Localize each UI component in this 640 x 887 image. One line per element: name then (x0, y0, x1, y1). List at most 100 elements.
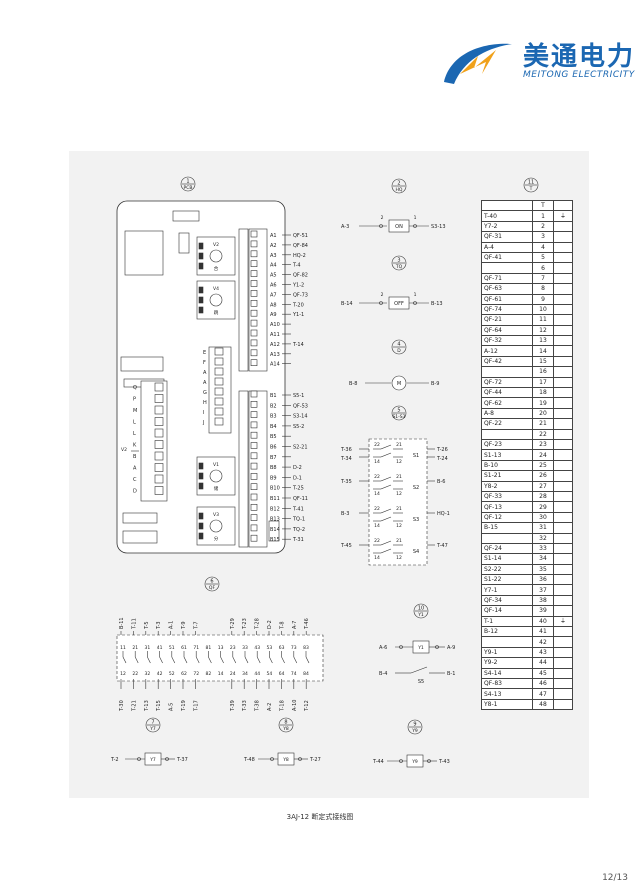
terminal-extra (553, 480, 573, 492)
hq-right-wire: S3-13 (431, 224, 446, 230)
terminal-wire: Y9-2 (481, 657, 533, 669)
pcb-pin (154, 486, 164, 495)
qf-contact-top: 31 (145, 645, 151, 651)
pcb-connector-a (238, 228, 249, 372)
y9-node (399, 759, 403, 763)
terminal-wire: S2-22 (481, 563, 533, 576)
y7-coil-label: Y7 (149, 757, 156, 763)
pcb-terminal-signal: S5-1 (293, 393, 304, 399)
terminal-table-header: T (481, 199, 573, 212)
pcb-terminal-pin: A14 (270, 362, 280, 368)
terminal-table-tag: T (532, 199, 554, 212)
switch-pin: 21 (396, 474, 402, 480)
terminal-number: 40 (532, 615, 554, 628)
pcb-module-pin (198, 306, 204, 314)
qf-contact-blade (171, 656, 176, 664)
pcb-terminal-pin: A13 (270, 352, 280, 358)
tq-tag-number: 3 (397, 258, 400, 264)
qf-bottom-wire: T-21 (131, 700, 137, 712)
pcb-terminal-screw (250, 524, 258, 532)
qf-contact-blade (305, 656, 310, 664)
pcb-pin-letter: L (133, 420, 136, 426)
pcb-terminal-pin: B13 (270, 517, 280, 523)
qf-contact-blade (281, 656, 285, 664)
pcb-terminal-pin: B8 (270, 465, 277, 471)
pcb-module-pin (198, 532, 204, 540)
pcb-component-box (124, 230, 164, 276)
terminal-wire: QF-83 (481, 677, 533, 690)
qf-top-wire: T-7 (193, 621, 199, 630)
pcb-terminal-screw (250, 349, 258, 357)
terminal-number: 47 (532, 688, 554, 700)
terminal-extra (553, 667, 573, 679)
pcb-pin (214, 387, 224, 396)
terminal-number: 7 (532, 272, 554, 285)
qf-bottom-wire: T-12 (304, 700, 310, 712)
pcb-terminal-pin: A12 (270, 342, 280, 348)
terminal-number: 31 (532, 522, 554, 534)
terminal-number: 39 (532, 605, 554, 617)
page-number: 12/13 (602, 873, 628, 883)
terminal-number: 43 (532, 646, 554, 659)
terminal-wire: QF-44 (481, 387, 533, 399)
terminal-extra (553, 553, 573, 565)
pcb-module-pot (209, 249, 223, 263)
terminal-wire: QF-32 (481, 335, 533, 347)
pcb-terminal-pin: B9 (270, 475, 277, 481)
pcb-module-pot (209, 293, 223, 307)
terminal-wire: A-12 (481, 345, 533, 357)
y9-right-wire: T-43 (438, 759, 450, 765)
y1-tag-number: 10 (418, 606, 424, 612)
hq-pin-1: 1 (414, 215, 417, 221)
pcb-module-sub: 储 (214, 485, 219, 492)
pcb-pin (214, 377, 224, 386)
switch-pin: 14 (374, 523, 380, 529)
switch-left-wire: B-3 (341, 511, 349, 517)
pcb-module-name: V1 (213, 462, 219, 468)
y8-right-wire: T-27 (309, 757, 321, 763)
pcb-pin-letter: I (203, 410, 204, 416)
pcb-terminal-screw (250, 534, 258, 542)
terminal-tag-number: 11 (528, 180, 534, 186)
terminal-number: 5 (532, 251, 554, 264)
switch-blade (380, 548, 392, 554)
terminal-row: 16 (481, 366, 573, 378)
terminal-number: 35 (532, 563, 554, 576)
terminal-extra (553, 272, 573, 285)
qf-contact-bot: 14 (218, 671, 224, 677)
qf-top-wire: D-2 (267, 620, 273, 629)
switch-pin: 22 (374, 538, 380, 544)
terminal-wire: S4-13 (481, 688, 533, 700)
terminal-number: 22 (532, 428, 554, 441)
terminal-number: 8 (532, 283, 554, 295)
pcb-terminal-screw (250, 431, 258, 439)
y9-left-wire: T-44 (372, 759, 384, 765)
pcb-module-pin (198, 462, 204, 470)
terminal-extra (553, 574, 573, 586)
switch-blade (380, 540, 392, 546)
qf-contact-bot: 62 (181, 671, 187, 677)
qf-tag-name: QF (209, 585, 216, 591)
pcb-terminal-screw (250, 359, 258, 366)
pcb-terminal-pin: A8 (270, 302, 277, 308)
qf-bottom-wire: A-5 (169, 703, 175, 711)
terminal-number: 25 (532, 459, 554, 472)
terminal-wire: QF-42 (481, 355, 533, 368)
tq-coil-label: OFF (394, 301, 404, 307)
terminal-number: 3 (532, 231, 554, 243)
terminal-number: 1 (532, 210, 554, 222)
y7-right-wire: T-37 (176, 757, 188, 763)
qf-contact-bot: 32 (145, 671, 151, 677)
y7-node (137, 757, 141, 761)
brand-name-en: MEITONG ELECTRICITY (523, 70, 635, 80)
qf-contact-top: 11 (120, 645, 126, 651)
pcb-terminal-pin: A5 (270, 273, 277, 279)
